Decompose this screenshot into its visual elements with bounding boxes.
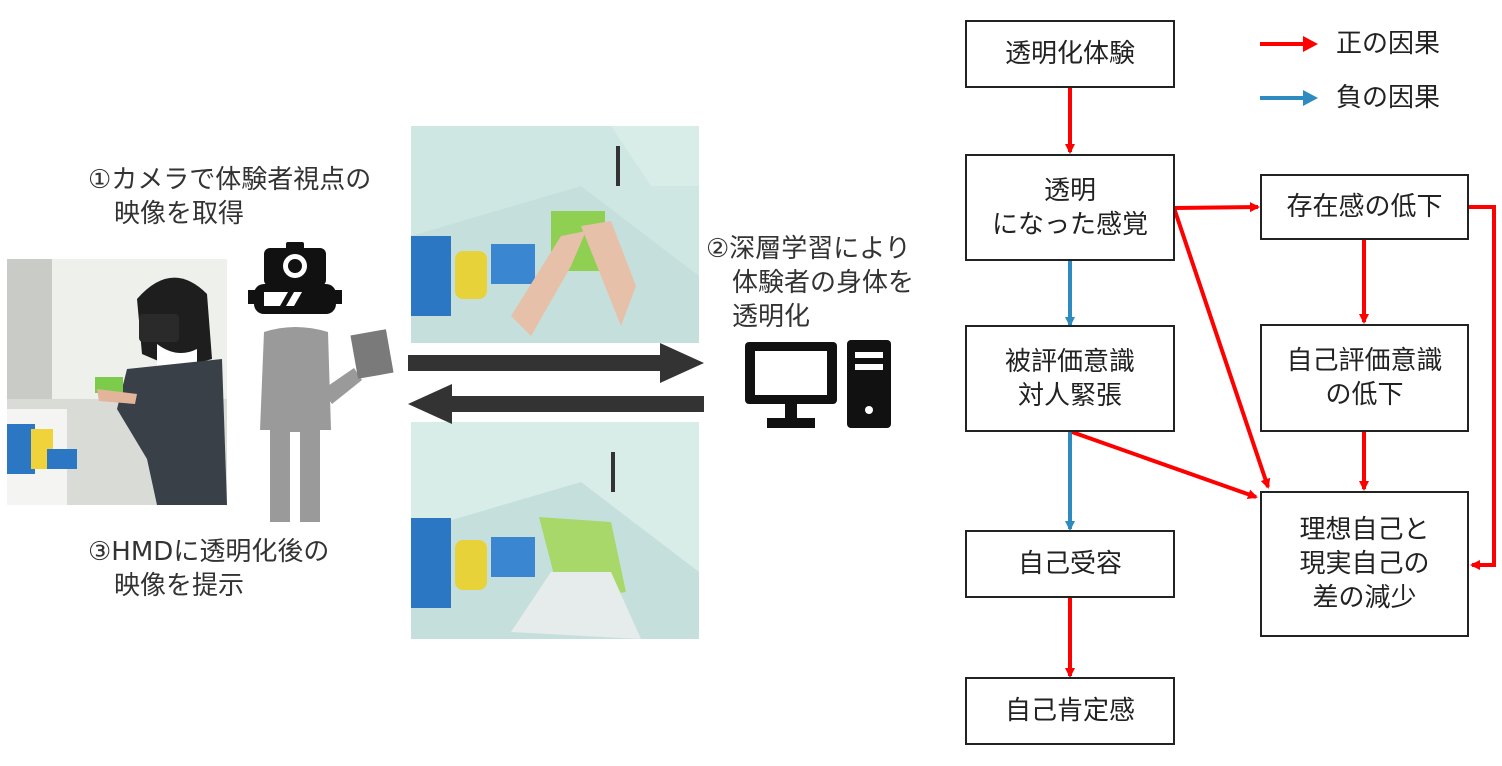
- node-reduced-self-evaluation: 自己評価意識 の低下: [1260, 324, 1469, 432]
- node-ideal-real-gap: 理想自己と 現実自己の 差の減少: [1260, 491, 1469, 637]
- node-reduced-presence: 存在感の低下: [1260, 174, 1469, 240]
- legend-negative-arrow: [1260, 90, 1318, 106]
- legend-positive-label: 正の因果: [1336, 29, 1441, 59]
- photo-view-transparent: [411, 422, 699, 639]
- node-self-acceptance: 自己受容: [965, 530, 1175, 598]
- node-feeling-transparent: 透明 になった感覚: [965, 154, 1175, 261]
- photo-participant: [7, 259, 227, 505]
- caption-deep-learning: ②深層学習により 体験者の身体を 透明化: [706, 234, 915, 332]
- node-self-esteem: 自己肯定感: [965, 677, 1175, 745]
- photo-view-original: [411, 126, 699, 343]
- caption-hmd: ③HMDに透明化後の 映像を提示: [88, 537, 330, 601]
- legend-positive-arrow: [1260, 36, 1318, 52]
- camera-icon: [264, 242, 326, 286]
- caption-camera: ①カメラで体験者視点の 映像を取得: [88, 165, 372, 229]
- desktop-computer-icon: [743, 338, 895, 430]
- edge-n2-n8: [1172, 207, 1271, 489]
- edge-n3-n8: [1071, 430, 1258, 500]
- arrow-to-computer: [408, 343, 704, 383]
- node-transparency-experience: 透明化体験: [965, 20, 1175, 88]
- arrow-to-hmd: [408, 384, 704, 424]
- vr-headset-icon: [248, 284, 342, 314]
- edge-n6-n8: [1469, 205, 1496, 570]
- node-evaluation-anxiety: 被評価意識 対人緊張: [965, 325, 1175, 432]
- edge-n2-n6: [1173, 202, 1260, 213]
- person-silhouette-icon: [236, 240, 406, 525]
- legend-negative-label: 負の因果: [1336, 83, 1441, 113]
